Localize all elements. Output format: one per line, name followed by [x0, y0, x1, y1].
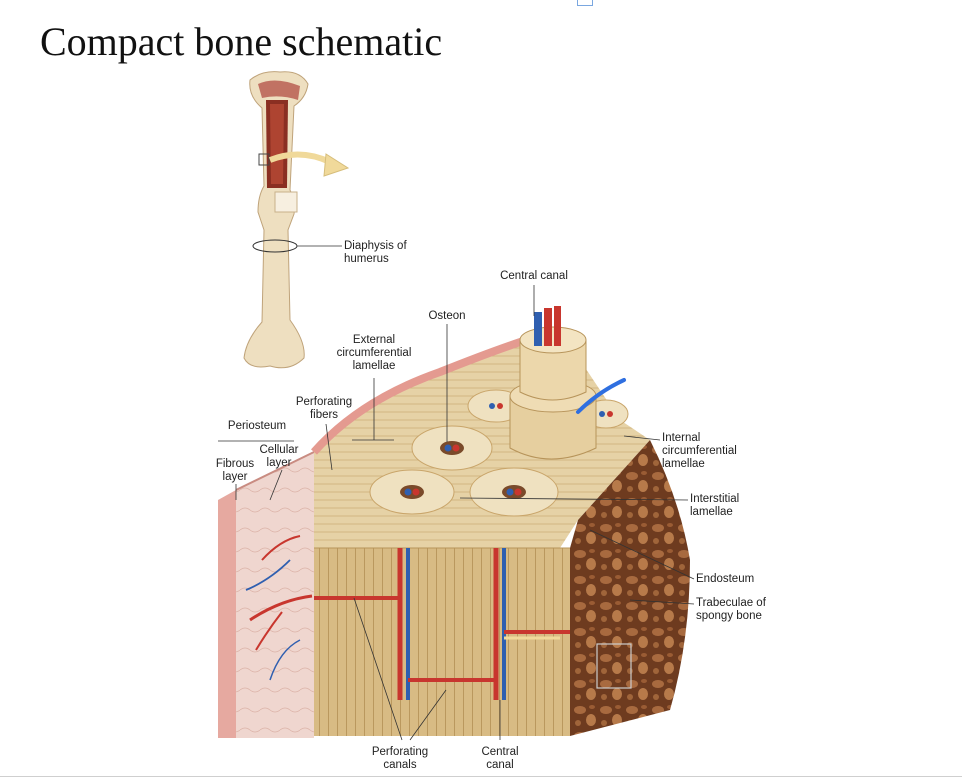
- leader-lines: [218, 285, 695, 741]
- label-osteon: Osteon: [428, 310, 466, 322]
- label-diaphysis: Diaphysis of humerus: [344, 240, 407, 265]
- label-periosteum: Periosteum: [227, 420, 287, 432]
- label-internal-lamellae: Internal circumferential lamellae: [662, 432, 737, 470]
- label-central-canal-top: Central canal: [500, 270, 568, 282]
- selection-handle: [577, 0, 593, 6]
- osteon-ring: [411, 425, 493, 471]
- label-cellular-layer: Cellular layer: [259, 444, 299, 469]
- label-perforating-canals: Perforating canals: [371, 746, 429, 771]
- humerus-bone: [243, 71, 350, 369]
- spongy-bone: [570, 440, 690, 736]
- pen-annotation: [576, 378, 626, 414]
- label-fibrous-layer: Fibrous layer: [215, 458, 255, 483]
- label-trabeculae: Trabeculae of spongy bone: [696, 597, 766, 622]
- label-endosteum: Endosteum: [696, 573, 755, 585]
- osteon-ring: [469, 467, 559, 517]
- osteon-cylinder: [509, 306, 597, 460]
- label-interstitial-lamellae: Interstitial lamellae: [690, 493, 740, 518]
- label-perforating-fibers: Perforating fibers: [295, 396, 353, 421]
- label-central-canal-bottom: Central canal: [481, 746, 519, 771]
- page-title: Compact bone schematic: [40, 19, 443, 64]
- divider: [0, 776, 962, 777]
- periosteum-block: [218, 451, 315, 738]
- osteon-ring: [369, 469, 455, 515]
- label-external-lamellae: External circumferential lamellae: [336, 334, 412, 372]
